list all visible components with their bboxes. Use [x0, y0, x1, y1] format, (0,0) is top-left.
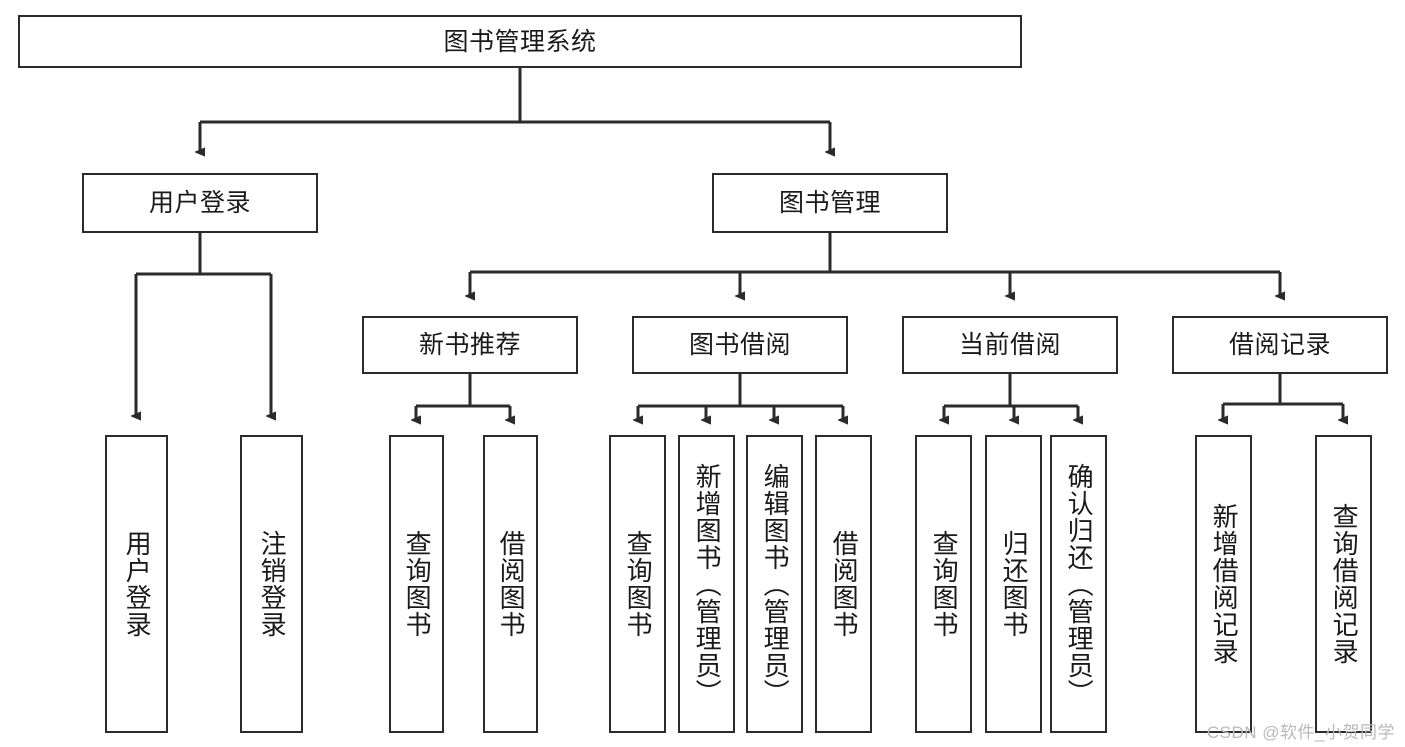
node-label: 归还图书: [999, 530, 1030, 638]
node-user-login[interactable]: 用户登录: [82, 173, 318, 233]
leaf-book-borrow-borrow[interactable]: 借阅图书: [815, 435, 872, 733]
node-label: 借阅图书: [496, 530, 527, 638]
node-label: 图书管理: [778, 189, 881, 217]
leaf-book-borrow-edit[interactable]: 编辑图书（管理员）: [746, 435, 803, 733]
node-label: 用户登录: [122, 530, 153, 638]
leaf-book-borrow-query[interactable]: 查询图书: [609, 435, 666, 733]
leaf-borrow-record-query[interactable]: 查询借阅记录: [1315, 435, 1372, 733]
node-label: 查询图书: [623, 530, 654, 638]
node-root-system[interactable]: 图书管理系统: [18, 15, 1022, 68]
leaf-current-borrow-query[interactable]: 查询图书: [915, 435, 972, 733]
leaf-current-borrow-return[interactable]: 归还图书: [985, 435, 1042, 733]
node-borrow-record[interactable]: 借阅记录: [1172, 316, 1388, 374]
leaf-current-borrow-confirm-return[interactable]: 确认归还（管理员）: [1050, 435, 1107, 733]
leaf-book-borrow-add[interactable]: 新增图书（管理员）: [678, 435, 735, 733]
node-book-management[interactable]: 图书管理: [712, 173, 948, 233]
watermark-text: CSDN @软件_小贺同学: [1206, 723, 1395, 742]
node-label: 新增借阅记录: [1209, 503, 1240, 665]
leaf-user-login-logout[interactable]: 注销登录: [240, 435, 303, 733]
leaf-new-book-query[interactable]: 查询图书: [389, 435, 444, 733]
leaf-new-book-borrow[interactable]: 借阅图书: [483, 435, 538, 733]
node-label: 查询图书: [929, 530, 960, 638]
node-label: 图书管理系统: [443, 27, 597, 56]
node-label: 借阅图书: [829, 530, 860, 638]
node-book-borrow[interactable]: 图书借阅: [632, 316, 848, 374]
node-label: 查询图书: [402, 530, 433, 638]
node-label: 确认归还（管理员）: [1064, 462, 1095, 706]
node-current-borrow[interactable]: 当前借阅: [902, 316, 1118, 374]
leaf-user-login-login[interactable]: 用户登录: [105, 435, 168, 733]
leaf-borrow-record-add[interactable]: 新增借阅记录: [1195, 435, 1252, 733]
node-label: 借阅记录: [1228, 331, 1331, 359]
node-label: 编辑图书（管理员）: [760, 462, 791, 706]
node-new-book-recommend[interactable]: 新书推荐: [362, 316, 578, 374]
node-label: 用户登录: [148, 189, 251, 217]
node-label: 当前借阅: [958, 331, 1061, 359]
node-label: 注销登录: [257, 530, 288, 638]
node-label: 新书推荐: [418, 331, 521, 359]
node-label: 查询借阅记录: [1329, 503, 1360, 665]
node-label: 新增图书（管理员）: [692, 462, 723, 706]
node-label: 图书借阅: [688, 331, 791, 359]
